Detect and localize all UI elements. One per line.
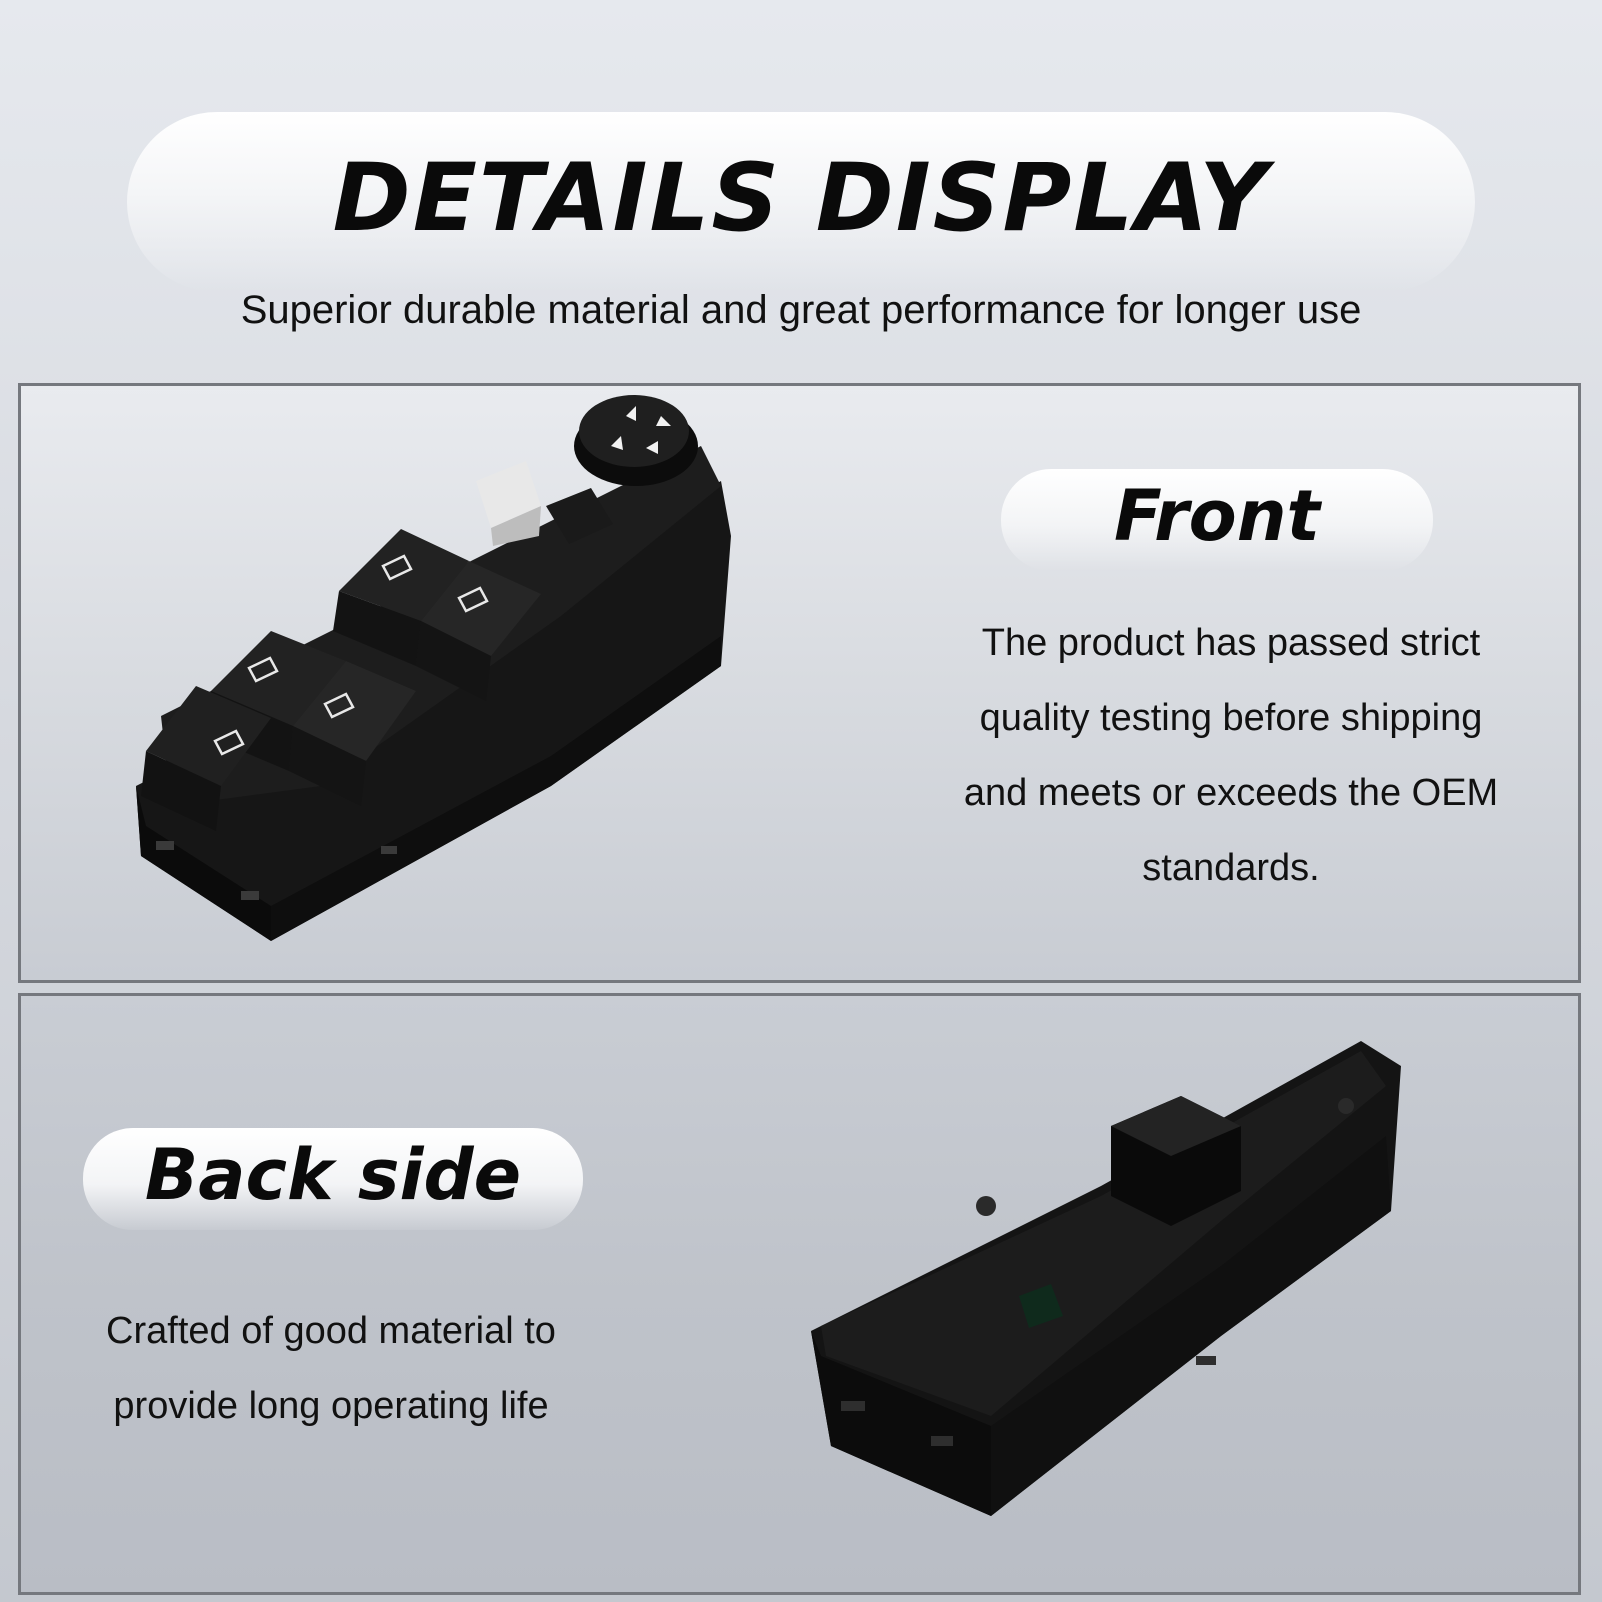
page-title: DETAILS DISPLAY (332, 144, 1270, 253)
back-description-line: Crafted of good material to (106, 1310, 556, 1352)
front-description-line: and meets or exceeds the OEM (963, 772, 1499, 814)
front-description-line: The product has passed strict (981, 622, 1481, 664)
back-panel: Back side Crafted of good material to pr… (18, 993, 1581, 1595)
front-description-line: standards. (1142, 847, 1320, 889)
front-label: Front (1113, 475, 1321, 557)
back-product-image (811, 1041, 1401, 1516)
front-panel: Front The product has passed strict qual… (18, 383, 1581, 983)
back-description-line: provide long operating life (113, 1385, 549, 1427)
front-product-image (136, 395, 731, 941)
page-subtitle: Superior durable material and great perf… (240, 288, 1362, 332)
front-label-pill (1001, 469, 1433, 571)
front-description-line: quality testing before shipping (979, 697, 1483, 739)
back-label-pill (83, 1128, 583, 1230)
title-banner (127, 112, 1475, 292)
back-label: Back side (144, 1134, 522, 1216)
